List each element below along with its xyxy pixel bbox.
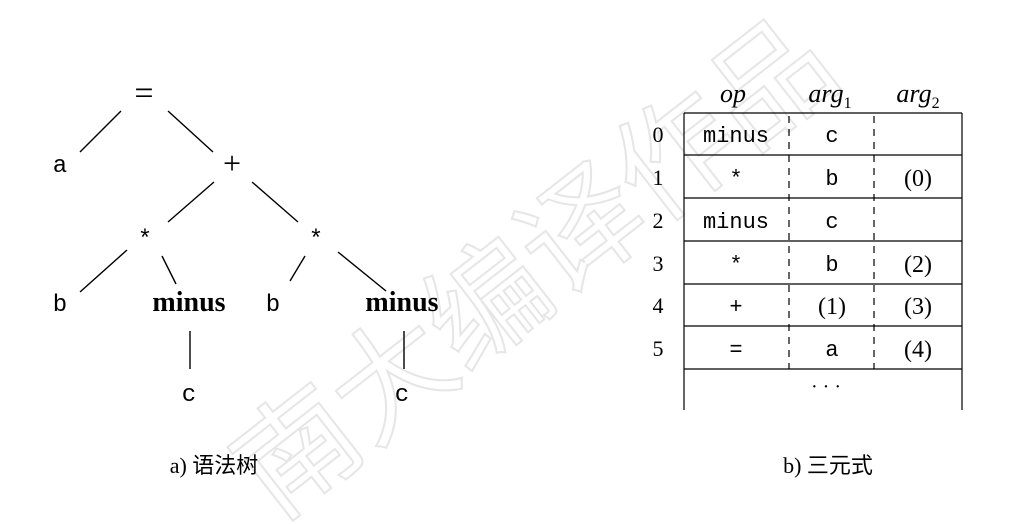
row-index: 3	[653, 251, 664, 276]
cell-arg2: (4)	[904, 337, 932, 363]
edge-mul-left-b	[79, 249, 128, 293]
table-row: 2 minus c	[653, 208, 839, 235]
node-b-left: b	[53, 292, 67, 319]
row-index: 0	[653, 122, 664, 147]
node-minus-left: minus	[152, 287, 225, 318]
triple-table: op arg1 arg2 0 minus c 1 *	[653, 79, 963, 410]
cell-op: minus	[703, 210, 769, 235]
cell-arg2: (0)	[904, 166, 932, 192]
edge-root-a	[79, 110, 122, 153]
header-arg1: arg1	[808, 79, 851, 112]
node-multiply-right: *	[309, 227, 323, 254]
header-op: op	[720, 79, 746, 108]
cell-op: minus	[703, 124, 769, 149]
node-c-right: c	[395, 382, 409, 409]
table-row: 1 * b (0)	[653, 165, 932, 192]
cell-arg1: c	[825, 210, 838, 235]
syntax-tree	[79, 110, 405, 369]
node-b-right: b	[266, 292, 280, 319]
row-index: 5	[653, 336, 664, 361]
edge-mul-right-minus	[337, 251, 387, 292]
edge-mul-right-b	[289, 255, 306, 282]
cell-arg1: b	[825, 253, 838, 278]
node-multiply-left: *	[138, 227, 152, 254]
edge-plus-mul-left	[167, 181, 215, 223]
cell-arg1: (1)	[818, 294, 846, 320]
cell-arg1: c	[825, 124, 838, 149]
edge-mul-left-minus	[161, 255, 177, 285]
table-row: 5 = a (4)	[653, 336, 932, 363]
cell-op: *	[729, 253, 742, 278]
header-arg2: arg2	[896, 79, 939, 112]
cell-arg1: b	[825, 167, 838, 192]
cell-arg1: a	[825, 338, 838, 363]
tree-caption: a) 语法树	[170, 453, 259, 478]
node-minus-right: minus	[365, 287, 438, 318]
cell-arg2: (2)	[904, 252, 932, 278]
row-index: 4	[653, 293, 664, 318]
table-caption: b) 三元式	[783, 453, 873, 478]
watermark: 南大编译作品	[209, 0, 862, 524]
cell-op: *	[729, 167, 742, 192]
table-row: 0 minus c	[653, 122, 839, 149]
edge-plus-mul-right	[251, 181, 299, 223]
node-a: a	[53, 153, 67, 180]
table-row: 4 + (1) (3)	[653, 293, 932, 320]
row-index: 2	[653, 208, 664, 233]
table-ellipsis: · · ·	[811, 376, 841, 398]
cell-op: +	[729, 295, 742, 320]
node-plus: +	[223, 145, 241, 181]
cell-arg2: (3)	[904, 294, 932, 320]
cell-op: =	[729, 338, 742, 363]
edge-root-plus	[167, 110, 214, 153]
node-c-left: c	[182, 382, 196, 409]
row-index: 1	[653, 165, 664, 190]
table-row: 3 * b (2)	[653, 251, 932, 278]
node-assign: =	[134, 75, 153, 112]
